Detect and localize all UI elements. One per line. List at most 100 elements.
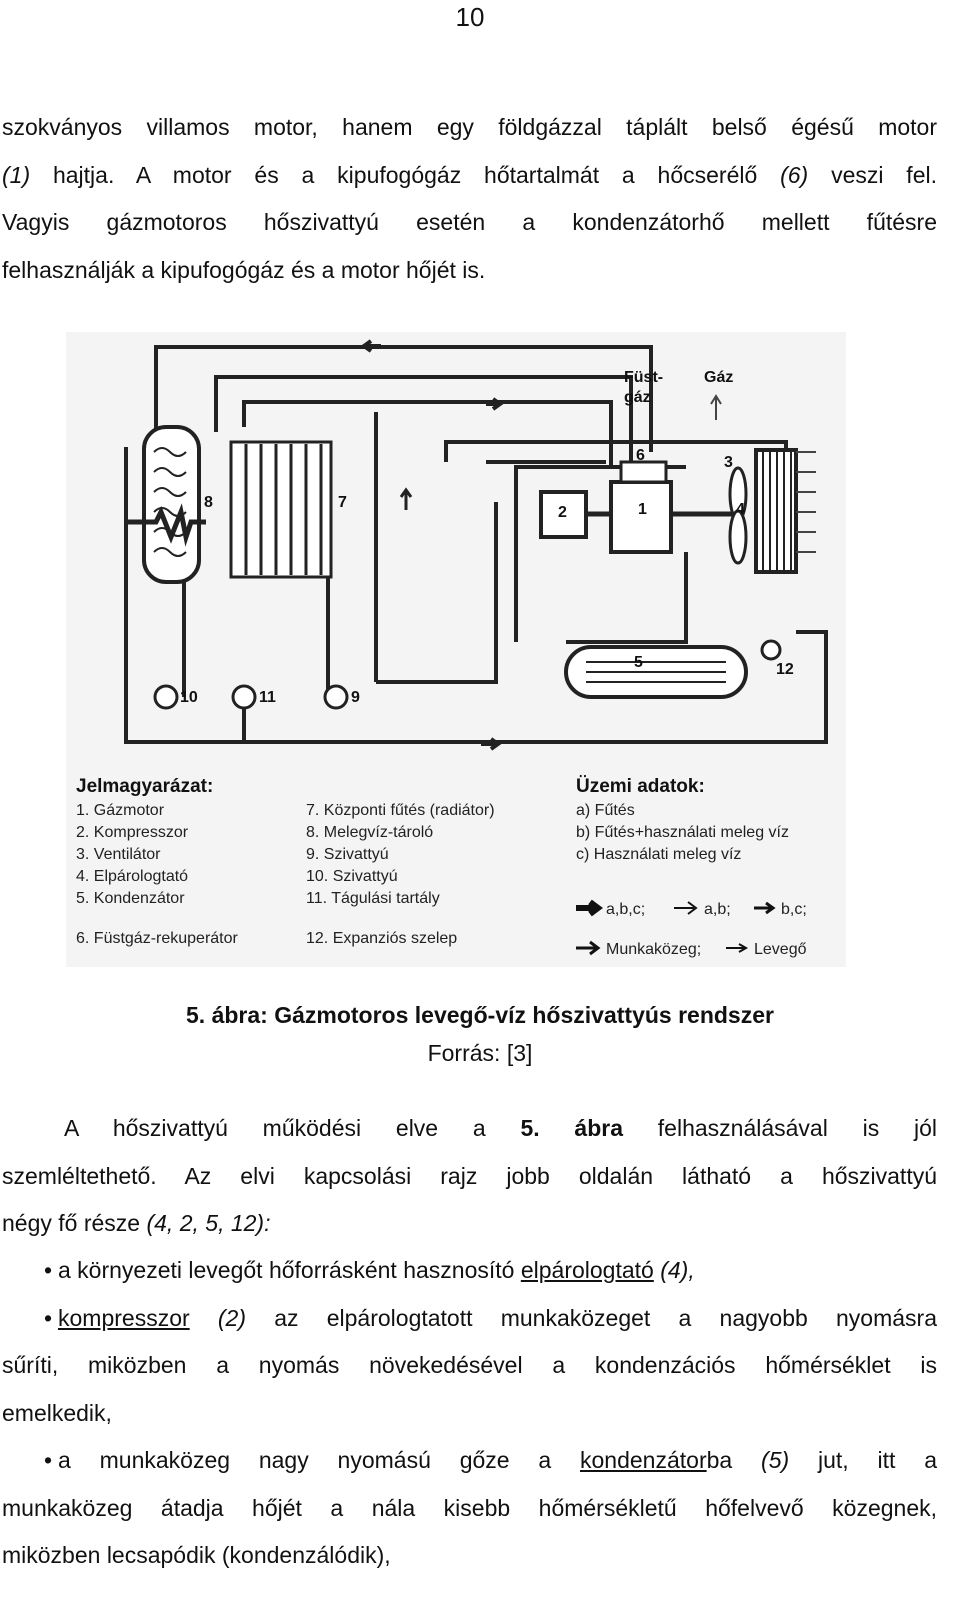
figure-caption: 5. ábra: Gázmotoros levegő-víz hőszivatt… — [0, 1002, 960, 1029]
arrow-air-icon — [726, 943, 749, 953]
operating-title: Üzemi adatok: — [576, 776, 705, 797]
pipe-bottom-loop — [124, 447, 828, 744]
legend-left: 1. Gázmotor 2. Kompresszor 3. Ventilátor… — [76, 802, 239, 947]
arrow-air-label: Levegő — [754, 941, 807, 958]
legend-item-5: 5. Kondenzátor — [76, 890, 185, 907]
pipe-motor-loop — [376, 502, 498, 684]
bullet-3-text: a munkaközeg nagy nyomású gőze a — [58, 1447, 581, 1473]
heat-pump-diagram: Füst- gáz Gáz 1 2 3 4 5 6 7 8 9 10 11 12… — [66, 332, 846, 967]
legend-item-8: 8. Melegvíz-tároló — [306, 824, 433, 841]
intro-line-1: szokványos villamos motor, hanem egy föl… — [2, 114, 937, 140]
bullet-3-post: jut, itt a — [789, 1447, 937, 1473]
page-number: 10 — [455, 2, 485, 32]
operating-item-a: a) Fűtés — [576, 802, 635, 819]
bullet-2-line-3: emelkedik, — [2, 1399, 112, 1426]
legend-item-11: 11. Tágulási tartály — [306, 890, 440, 907]
intro-line-2-end: veszi fel. — [808, 161, 937, 188]
bullet-item-3: •a munkaközeg nagy nyomású gőze a konden… — [2, 1437, 937, 1485]
piping — [124, 345, 828, 744]
intro-line-4: felhasználják a kipufogógáz és a motor h… — [2, 256, 486, 283]
arrow-ab-label: a,b; — [704, 901, 731, 918]
label-1: 1 — [638, 501, 647, 518]
legend-item-12: 12. Expanziós szelep — [306, 930, 457, 947]
legend-item-9: 9. Szivattyú — [306, 846, 389, 863]
operating-items: a) Fűtés b) Fűtés+használati meleg víz c… — [576, 802, 789, 863]
gas-engine — [609, 480, 673, 554]
tank-coil — [153, 447, 187, 557]
principle-line-1c: felhasználásával is jól — [623, 1115, 938, 1141]
bullet-list: •a környezeti levegőt hőforrásként haszn… — [2, 1247, 937, 1580]
label-9: 9 — [351, 689, 360, 706]
arrow-medium-label: Munkaközeg; — [606, 941, 701, 958]
condenser-tubes — [586, 661, 726, 683]
bullet-3-line-2: munkaközeg átadja hőjét a nála kisebb hő… — [2, 1494, 937, 1521]
label-5: 5 — [634, 654, 643, 671]
arrow-legend: a,b,c; a,b; b,c; Munkaközeg; Levegő — [576, 899, 807, 958]
gas-arrow — [710, 394, 722, 420]
arrow-ab-icon — [674, 901, 698, 915]
evaporator — [754, 448, 798, 574]
bullet-1-ref: (4), — [653, 1257, 695, 1283]
legend-item-3: 3. Ventilátor — [76, 846, 161, 863]
bullet-item-1: •a környezeti levegőt hőforrásként haszn… — [2, 1247, 937, 1295]
bullet-item-2: •kompresszor (2) az elpárologtatott munk… — [2, 1295, 937, 1343]
tank-heater — [126, 503, 206, 547]
operating-item-c: c) Használati meleg víz — [576, 846, 741, 863]
bullet-1-text: a környezeti levegőt hőforrásként haszno… — [58, 1257, 521, 1283]
pump-9 — [323, 684, 349, 710]
principle-paragraph: A hőszivattyú működési elve a 5. ábra fe… — [2, 1105, 937, 1248]
principle-line-3a: négy fő része — [2, 1210, 147, 1236]
intro-paragraph: szokványos villamos motor, hanem egy föl… — [2, 104, 937, 294]
label-4: 4 — [736, 501, 745, 518]
parts-ref: (4, 2, 5, 12): — [146, 1210, 271, 1236]
intro-line-2-text: hajtja. A motor és a kipufogógáz hőtarta… — [30, 161, 781, 188]
label-2: 2 — [558, 504, 567, 521]
intro-line-3: Vagyis gázmotoros hőszivattyú esetén a k… — [2, 209, 937, 235]
legend-item-4: 4. Elpárologtató — [76, 868, 188, 885]
legend-item-7: 7. Központi fűtés (radiátor) — [306, 802, 495, 819]
pump-10 — [153, 684, 179, 710]
figure-ref: 5. ábra — [520, 1115, 623, 1141]
legend-item-1: 1. Gázmotor — [76, 802, 165, 819]
compressor-link[interactable]: kompresszor — [58, 1304, 190, 1331]
legend-title: Jelmagyarázat: — [76, 776, 213, 797]
ref-motor: (1) — [2, 161, 31, 188]
expansion-tank-11 — [231, 684, 257, 710]
principle-line-1: A hőszivattyú működési elve a 5. ábra fe… — [2, 1105, 937, 1153]
label-flue: Füst- — [624, 369, 663, 386]
legend-mid: 7. Központi fűtés (radiátor) 8. Melegvíz… — [306, 802, 495, 947]
pipe-top-outer — [154, 345, 653, 452]
condenser-link[interactable]: kondenzátor — [580, 1447, 707, 1473]
legend-item-10: 10. Szivattyú — [306, 868, 398, 885]
label-gas: Gáz — [704, 369, 733, 386]
air-inflow-arrows — [796, 451, 816, 553]
pipe-top-third — [242, 400, 613, 467]
label-10: 10 — [180, 689, 198, 706]
bullet-dot: • — [44, 1304, 53, 1331]
expansion-valve-12 — [760, 639, 782, 661]
bullet-3-suffix: ba — [706, 1447, 762, 1473]
principle-line-3: négy fő része (4, 2, 5, 12): — [2, 1200, 937, 1248]
ref-heat-exchanger: (6) — [780, 161, 809, 188]
label-6: 6 — [636, 447, 645, 464]
bullet-3-ref: (5) — [761, 1447, 790, 1473]
figure-source: Forrás: [3] — [427, 1040, 533, 1066]
intro-line-2: (1) hajtja. A motor és a kipufogógáz hőt… — [2, 152, 937, 200]
bullet-2-ref: (2) — [189, 1304, 246, 1331]
label-11: 11 — [259, 689, 276, 706]
arrow-bc-label: b,c; — [781, 901, 807, 918]
bullet-dot: • — [44, 1447, 53, 1473]
caption-title: 5. ábra: Gázmotoros levegő-víz hőszivatt… — [186, 1002, 774, 1028]
legend-item-2: 2. Kompresszor — [76, 824, 189, 841]
evaporator-link[interactable]: elpárologtató — [520, 1257, 654, 1283]
operating-item-b: b) Fűtés+használati meleg víz — [576, 824, 789, 841]
hot-water-tank — [142, 425, 201, 584]
pipe-top-inner — [214, 375, 633, 467]
arrow-top-right — [486, 397, 504, 411]
arrow-top — [360, 339, 381, 353]
arrow-riser — [399, 487, 413, 510]
bullet-2-text: az elpárologtatott munkaközeget a nagyob… — [246, 1304, 938, 1331]
arrow-bc-icon — [754, 901, 776, 915]
bullet-2-line-2: sűríti, miközben a nyomás növekedésével … — [2, 1352, 937, 1378]
compressor — [539, 490, 588, 539]
